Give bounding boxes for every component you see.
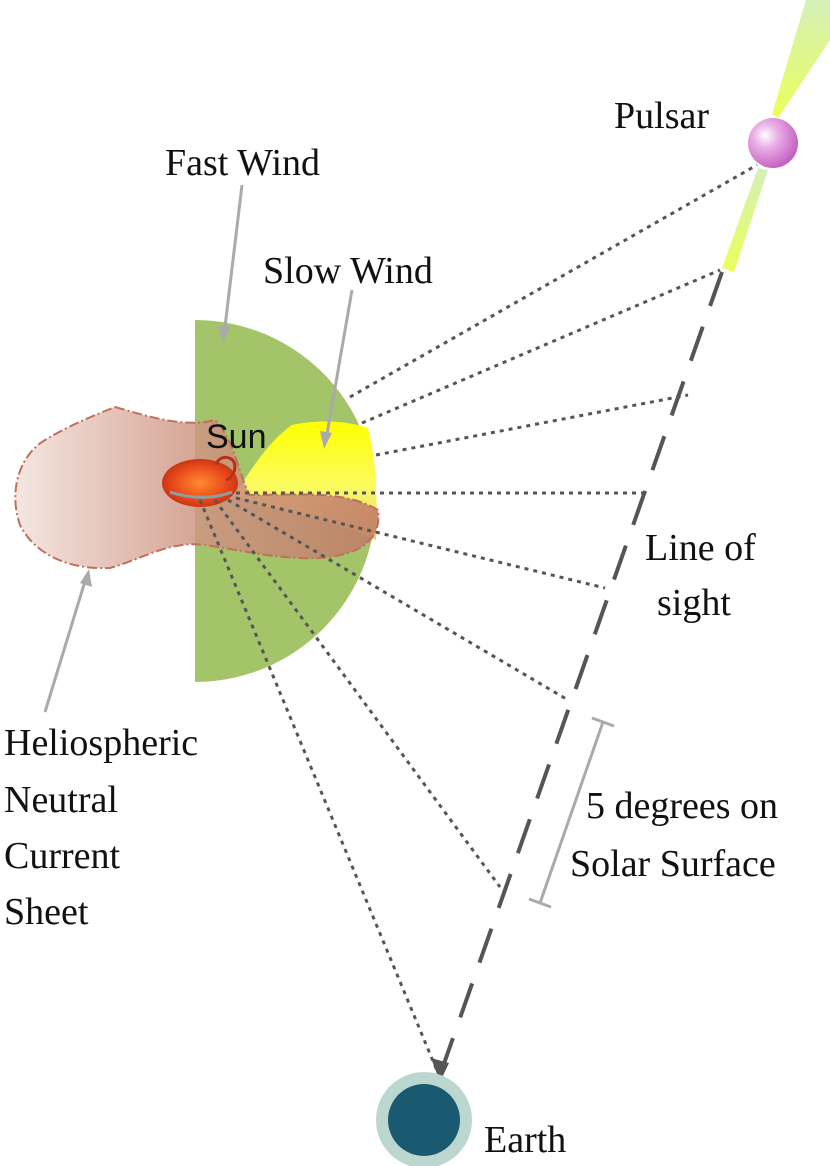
current-sheet-pointer (43, 577, 88, 713)
slow-wind-pointer-head (320, 431, 332, 449)
fast-wind-label: Fast Wind (165, 142, 320, 184)
current-sheet-label-2: Neutral (4, 779, 118, 821)
fast-wind-pointer (222, 184, 244, 336)
pulsar-sphere (748, 118, 798, 168)
ray-lower-1 (227, 498, 569, 702)
current-sheet-label-3: Current (4, 835, 121, 877)
ray-mid-lower (235, 496, 606, 590)
sun-label: Sun (206, 418, 267, 456)
current-sheet-label-1: Heliospheric (4, 722, 198, 764)
degrees-label-1: 5 degrees on (586, 785, 778, 827)
degrees-label-2: Solar Surface (570, 843, 776, 885)
slow-wind-pointer (324, 289, 354, 441)
line-of-sight (438, 271, 724, 1076)
ray-slow-upper (375, 393, 689, 457)
pulsar-label: Pulsar (614, 95, 709, 137)
earth-globe (388, 1084, 460, 1156)
sun-disc (162, 459, 238, 507)
current-sheet-pointer-head (80, 569, 92, 587)
current-sheet-label-4: Sheet (4, 891, 89, 933)
pulsar-beam-lower (722, 168, 768, 272)
sun-band (169, 490, 233, 499)
earth-label: Earth (484, 1119, 566, 1161)
ray-pulsar-upper (349, 163, 758, 399)
line-of-sight-label-1: Line of (645, 527, 756, 569)
ray-pulsar-lower (361, 268, 721, 425)
degree-bracket-cap-bottom (528, 897, 552, 909)
degree-bracket (538, 721, 605, 904)
slow-wind-label: Slow Wind (263, 250, 433, 292)
degree-bracket-cap-top (591, 716, 615, 728)
pulsar-beam-upper (772, 0, 830, 118)
line-of-sight-label-2: sight (657, 582, 731, 624)
line-of-sight-arrowhead (431, 1058, 449, 1082)
fast-wind-pointer-head (218, 326, 230, 343)
sun-loop (214, 456, 237, 482)
